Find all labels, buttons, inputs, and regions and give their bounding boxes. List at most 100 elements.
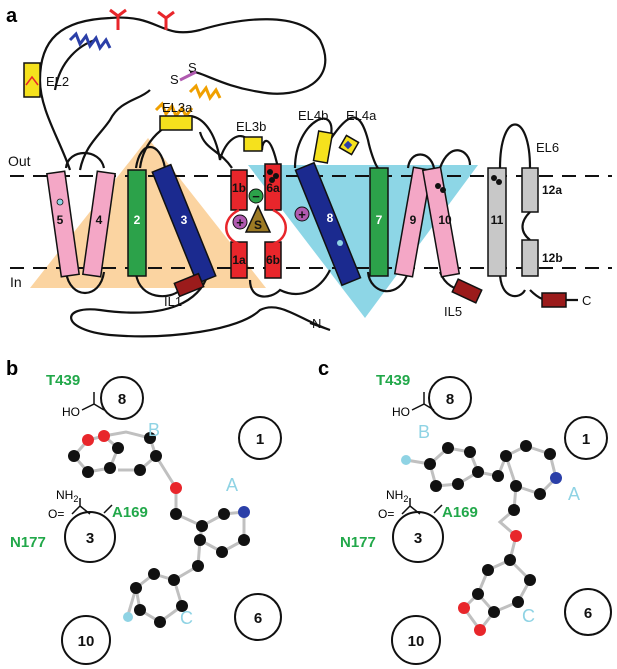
el2-label: EL2 xyxy=(46,74,69,89)
pocket-c-oh: HO xyxy=(392,405,410,419)
el3b-helix xyxy=(243,136,263,152)
tm12b-helix xyxy=(521,239,539,277)
sodium-ion-1 xyxy=(232,214,248,230)
pocket-c-helix6-label: 6 xyxy=(584,605,592,622)
pocket-b-ring-a: A xyxy=(226,475,238,495)
sodium-sign-1: + xyxy=(236,215,244,230)
tm6b-label: 6b xyxy=(266,253,280,267)
pocket-c-helix10-label: 10 xyxy=(408,633,425,650)
el3b-label: EL3b xyxy=(236,119,266,134)
c-term-helix xyxy=(541,292,567,308)
pocket-b-helix1-label: 1 xyxy=(256,431,264,448)
tm6a-atom-2 xyxy=(273,173,279,179)
tm12b-label: 12b xyxy=(542,251,563,265)
glycan-red-1 xyxy=(109,8,127,30)
membrane-in-label: In xyxy=(10,274,22,290)
tm1b-label: 1b xyxy=(232,181,246,195)
el2-mark xyxy=(25,75,39,86)
pocket-b-helix8-label: 8 xyxy=(118,391,126,408)
tm9-helix xyxy=(393,166,433,278)
el2-helix xyxy=(23,62,41,98)
tm5-atom xyxy=(56,198,64,206)
tm1-unwound xyxy=(225,208,240,246)
tm10-atom-2 xyxy=(440,187,446,193)
disulfide-s2: S xyxy=(188,60,197,75)
glycosylation-zigzag-blue xyxy=(68,31,112,52)
n-term-label: N xyxy=(312,316,321,331)
pocket-b-ring-c: C xyxy=(180,608,193,628)
disulfide-bond xyxy=(179,70,197,82)
el4b-label: EL4b xyxy=(298,108,328,123)
tm7-label: 7 xyxy=(376,213,383,227)
pocket-c-helix8-label: 8 xyxy=(446,391,454,408)
pocket-b-n177: N177 xyxy=(10,534,46,551)
tm12a-helix xyxy=(521,167,539,213)
el4b-helix xyxy=(312,130,334,164)
pocket-b-oh: HO xyxy=(62,405,80,419)
tm5-label: 5 xyxy=(57,213,64,227)
pocket-c-ring-b: B xyxy=(418,422,430,442)
tm1a-helix xyxy=(230,241,248,279)
tm10-atom-1 xyxy=(435,183,441,189)
el3a-label: EL3a xyxy=(162,100,193,115)
tm11-helix xyxy=(487,167,507,277)
pocket-c: 8 1 3 6 10 T439 A169 N177 HO NH2 O= xyxy=(340,372,612,665)
il1-label: IL1 xyxy=(164,294,182,309)
pocket-c-a169: A169 xyxy=(442,504,478,521)
substrate-triangle xyxy=(244,204,272,233)
tm7-helix xyxy=(369,167,389,277)
il1-helix xyxy=(173,272,205,298)
pocket-b-helix10-circle xyxy=(61,615,111,665)
pocket-c-nh2: NH2 xyxy=(386,488,408,504)
tm9-label: 9 xyxy=(410,213,417,227)
tm2-helix xyxy=(127,169,147,277)
pocket-c-t439: T439 xyxy=(376,372,410,389)
tm3-label: 3 xyxy=(181,213,188,227)
el6-label: EL6 xyxy=(536,140,559,155)
c-term-label: C xyxy=(582,293,591,308)
pocket-c-n177: N177 xyxy=(340,534,376,551)
tm3-helix xyxy=(151,163,217,285)
tm11-label: 11 xyxy=(491,213,504,227)
pocket-c-helix8-circle xyxy=(428,376,472,420)
pocket-b-carbonyl: O= xyxy=(48,507,64,521)
membrane-out-label: Out xyxy=(8,153,31,169)
pocket-c-carbonyl: O= xyxy=(378,507,394,521)
pocket-c-ring-c: C xyxy=(522,606,535,626)
tm10-helix xyxy=(421,166,461,278)
el4a-mark xyxy=(343,140,353,150)
pocket-b-a169-stub xyxy=(103,504,113,514)
panel-label-a: a xyxy=(6,5,18,27)
pocket-c-ligand-atoms xyxy=(401,440,562,636)
chloride-ion xyxy=(248,188,264,204)
pocket-b-t439: T439 xyxy=(46,372,80,389)
pocket-c-helix3-label: 3 xyxy=(414,530,422,547)
pocket-b-nh2: NH2 xyxy=(56,488,78,504)
tm11-atom-2 xyxy=(496,179,502,185)
pocket-b-helix1-circle xyxy=(238,416,282,460)
pocket-c-ring-a: A xyxy=(568,484,580,504)
tm4-helix xyxy=(82,170,116,278)
tm4-label: 4 xyxy=(96,213,103,227)
tm8-helix xyxy=(294,161,362,287)
panel-label-b: b xyxy=(6,358,18,380)
disulfide-s1: S xyxy=(170,72,179,87)
tm2-label: 2 xyxy=(134,213,141,227)
tm8-atom xyxy=(337,240,343,246)
pocket-b-ring-b: B xyxy=(148,420,160,440)
loop-paths xyxy=(33,16,578,338)
panel-label-c: c xyxy=(318,358,329,380)
pocket-b-helix10-label: 10 xyxy=(78,633,95,650)
pocket-b: 8 1 3 6 10 T439 A169 N177 HO NH2 O= xyxy=(10,372,282,665)
el3a-helix xyxy=(159,115,193,131)
tm6b-helix xyxy=(264,241,282,279)
pocket-b-a169: A169 xyxy=(112,504,148,521)
pocket-b-helix3-label: 3 xyxy=(86,530,94,547)
chloride-sign: − xyxy=(252,189,260,204)
sodium-ion-2 xyxy=(294,206,310,222)
sodium-sign-2: + xyxy=(298,207,306,222)
tm10-label: 10 xyxy=(438,213,452,227)
pocket-c-helix1-label: 1 xyxy=(582,431,590,448)
tm8-label: 8 xyxy=(327,211,334,225)
